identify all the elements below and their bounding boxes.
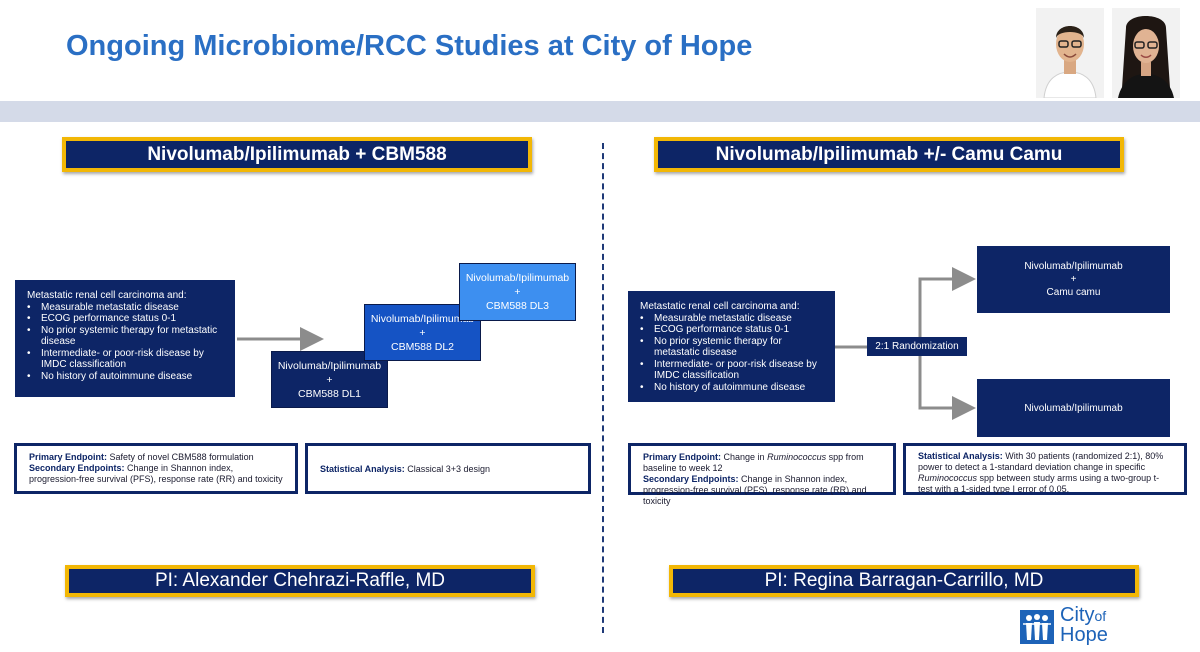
logo-figures-icon — [1020, 610, 1054, 644]
arm-a-add: Camu camu — [1046, 287, 1101, 298]
right-eligibility-item: No prior systemic therapy for metastatic… — [640, 336, 827, 359]
right-eligibility-item: No history of autoimmune disease — [640, 382, 827, 394]
left-eligibility-item: Intermediate- or poor-risk disease by IM… — [27, 348, 227, 371]
left-primary-text: Safety of novel CBM588 formulation — [109, 452, 254, 462]
left-eligibility-item: ECOG performance status 0-1 — [27, 313, 227, 325]
logo-line-2: Hope — [1060, 624, 1108, 646]
dose-level-2-plus: + — [419, 326, 426, 339]
arm-b-box: Nivolumab/Ipilimumab — [977, 379, 1170, 437]
right-stats-post: spp between study arms using a two-group… — [918, 473, 1160, 494]
randomization-box: 2:1 Randomization — [867, 337, 967, 356]
logo-line-1: City — [1060, 604, 1095, 626]
right-secondary-label: Secondary Endpoints: — [643, 474, 739, 484]
right-eligibility-item: ECOG performance status 0-1 — [640, 324, 827, 336]
investigator-photo-female — [1112, 8, 1180, 98]
dose-level-1-drug: Nivolumab/Ipilimumab — [277, 359, 382, 372]
right-study-banner: Nivolumab/Ipilimumab +/- Camu Camu — [654, 137, 1124, 172]
arm-b-drug: Nivolumab/Ipilimumab — [1024, 402, 1123, 414]
left-eligibility-item: Measurable metastatic disease — [27, 302, 227, 314]
left-stats-label: Statistical Analysis: — [320, 464, 405, 474]
dose-level-3-label: CBM588 DL3 — [485, 300, 550, 312]
left-eligibility-box: Metastatic renal cell carcinoma and: Mea… — [15, 280, 235, 397]
right-primary-italic: Ruminococcus — [767, 452, 827, 462]
left-stats-text: Classical 3+3 design — [407, 464, 491, 474]
left-stats-box: Statistical Analysis: Classical 3+3 desi… — [305, 443, 591, 494]
right-eligibility-item: Measurable metastatic disease — [640, 313, 827, 325]
column-divider — [602, 143, 604, 633]
right-stats-italic: Ruminococcus — [918, 473, 978, 483]
right-eligibility-box: Metastatic renal cell carcinoma and: Mea… — [628, 291, 835, 402]
investigator-photo-male — [1036, 8, 1104, 98]
right-pi-banner: PI: Regina Barragan-Carrillo, MD — [669, 565, 1139, 597]
city-of-hope-logo: Cityof Hope — [1020, 604, 1150, 646]
arm-b-arrow — [918, 356, 976, 420]
arm-a-arrow — [918, 267, 976, 337]
header-band — [0, 101, 1200, 122]
arm-a-plus: + — [1070, 274, 1077, 285]
left-eligibility-intro: Metastatic renal cell carcinoma and: — [27, 290, 187, 301]
page-title: Ongoing Microbiome/RCC Studies at City o… — [66, 30, 753, 62]
arm-a-box: Nivolumab/Ipilimumab + Camu camu — [977, 246, 1170, 313]
right-primary-label: Primary Endpoint: — [643, 452, 722, 462]
dose-level-3-box: Nivolumab/Ipilimumab + CBM588 DL3 — [459, 263, 576, 321]
dose-level-1-label: CBM588 DL1 — [297, 387, 362, 400]
right-eligibility-intro: Metastatic renal cell carcinoma and: — [640, 301, 800, 312]
right-secondary-text: Change in Shannon index, progression-fre… — [643, 474, 867, 506]
left-secondary-text: Change in Shannon index, progression-fre… — [29, 463, 283, 484]
left-endpoints-box: Primary Endpoint: Safety of novel CBM588… — [14, 443, 298, 494]
dose-level-1-plus: + — [326, 373, 333, 386]
left-secondary-label: Secondary Endpoints: — [29, 463, 125, 473]
right-stats-label: Statistical Analysis: — [918, 451, 1003, 461]
left-pi-banner: PI: Alexander Chehrazi-Raffle, MD — [65, 565, 535, 597]
left-eligibility-item: No prior systemic therapy for metastatic… — [27, 325, 227, 348]
right-primary-pre: Change in — [723, 452, 768, 462]
right-endpoints-box: Primary Endpoint: Change in Ruminococcus… — [628, 443, 896, 506]
dose-level-2-drug: Nivolumab/Ipilimumab — [370, 312, 475, 325]
logo-wordmark: Cityof Hope — [1060, 604, 1108, 646]
left-study-banner: Nivolumab/Ipilimumab + CBM588 — [62, 137, 532, 172]
right-stats-box: Statistical Analysis: With 30 patients (… — [903, 443, 1187, 495]
logo-line-1-small: of — [1094, 608, 1107, 624]
left-primary-label: Primary Endpoint: — [29, 452, 108, 462]
right-primary-post: spp from baseline to week 12 — [643, 452, 864, 473]
dose-level-3-plus: + — [514, 286, 521, 298]
arm-a-drug: Nivolumab/Ipilimumab — [1024, 261, 1123, 272]
dose-level-3-drug: Nivolumab/Ipilimumab — [465, 272, 570, 284]
dose-level-2-label: CBM588 DL2 — [390, 340, 455, 353]
left-eligibility-item: No history of autoimmune disease — [27, 371, 227, 383]
right-eligibility-item: Intermediate- or poor-risk disease by IM… — [640, 359, 827, 382]
right-stats-pre: With 30 patients (randomized 2:1), 80% p… — [918, 451, 1164, 472]
